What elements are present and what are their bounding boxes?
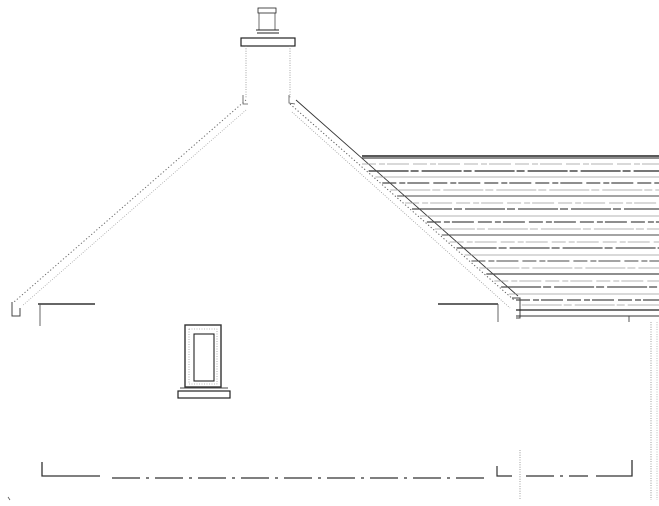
chimney-stack [245, 46, 291, 98]
ground-corner-tick [7, 496, 11, 501]
chimney-flash-left [242, 95, 248, 105]
gable-right-barge [295, 99, 519, 297]
window-frame [184, 324, 222, 388]
ground-right-return [596, 460, 633, 477]
chimney-flash-right [288, 95, 296, 105]
rear-roof [362, 155, 659, 306]
gable-right-slope-inner [291, 111, 511, 309]
chimney-pot-body [258, 13, 276, 30]
gable-right-eave [512, 297, 521, 319]
gable-window [177, 324, 231, 399]
right-wall-edge [650, 322, 658, 500]
chimney-cap-lines [256, 29, 279, 34]
gable-left-slope [13, 99, 247, 303]
chimney [240, 7, 296, 105]
ground-line [7, 450, 633, 501]
ground-step [496, 466, 512, 477]
rear-roof-eaves [516, 309, 659, 322]
gable-right-slope [289, 103, 515, 301]
ground-left-return [41, 462, 100, 477]
chimney-pot [257, 7, 277, 14]
wall-head [38, 303, 499, 326]
window-pane [193, 333, 215, 382]
window-sill [177, 390, 231, 399]
gable-left-slope-inner [21, 109, 247, 307]
window-surround-inner [188, 328, 218, 385]
gable-left-eave [11, 302, 21, 317]
main-gable [11, 99, 521, 319]
chimney-cope [240, 37, 296, 47]
